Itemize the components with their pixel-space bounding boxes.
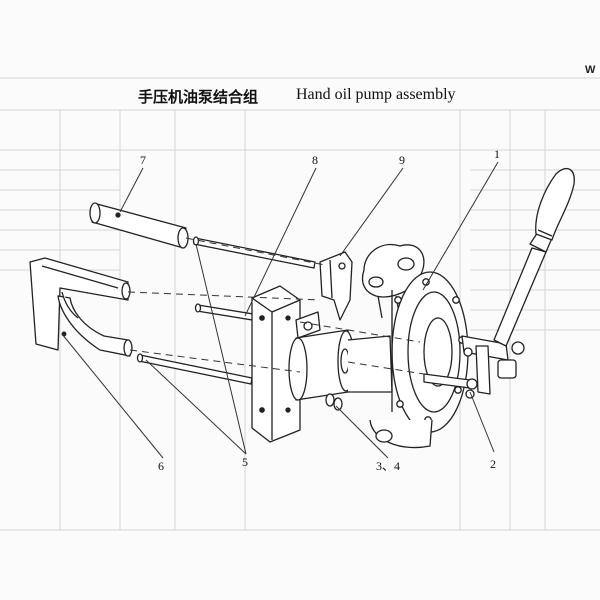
callout-2: 2 [490, 457, 496, 471]
title-chinese: 手压机油泵结合组 [138, 88, 259, 106]
callout-6: 6 [158, 459, 164, 473]
leader-lines [61, 161, 499, 459]
callout-3-4: 3、4 [376, 459, 400, 473]
assembly-axes [127, 237, 425, 375]
part-7-cylinder [89, 202, 189, 249]
part-8-mounting-plate [251, 285, 301, 443]
callout-8: 8 [312, 153, 318, 167]
background-table-grid [0, 77, 600, 531]
corner-mark: W [585, 64, 596, 76]
callout-7: 7 [140, 153, 146, 167]
hand-lever [493, 167, 575, 347]
pump-cylinder-body [288, 329, 393, 401]
callout-1: 1 [494, 147, 500, 161]
part-3-4-nuts [325, 393, 343, 411]
part-6-bracket [29, 257, 133, 357]
part-9-yoke [295, 251, 353, 339]
part-2-shaft [423, 335, 525, 399]
title-english: Hand oil pump assembly [296, 86, 456, 103]
part-5-upper-pin [192, 236, 316, 269]
part-5-lower-pin [136, 353, 253, 385]
part-1-pump-housing [369, 271, 469, 449]
callout-9: 9 [399, 153, 405, 167]
callout-5: 5 [242, 455, 248, 469]
